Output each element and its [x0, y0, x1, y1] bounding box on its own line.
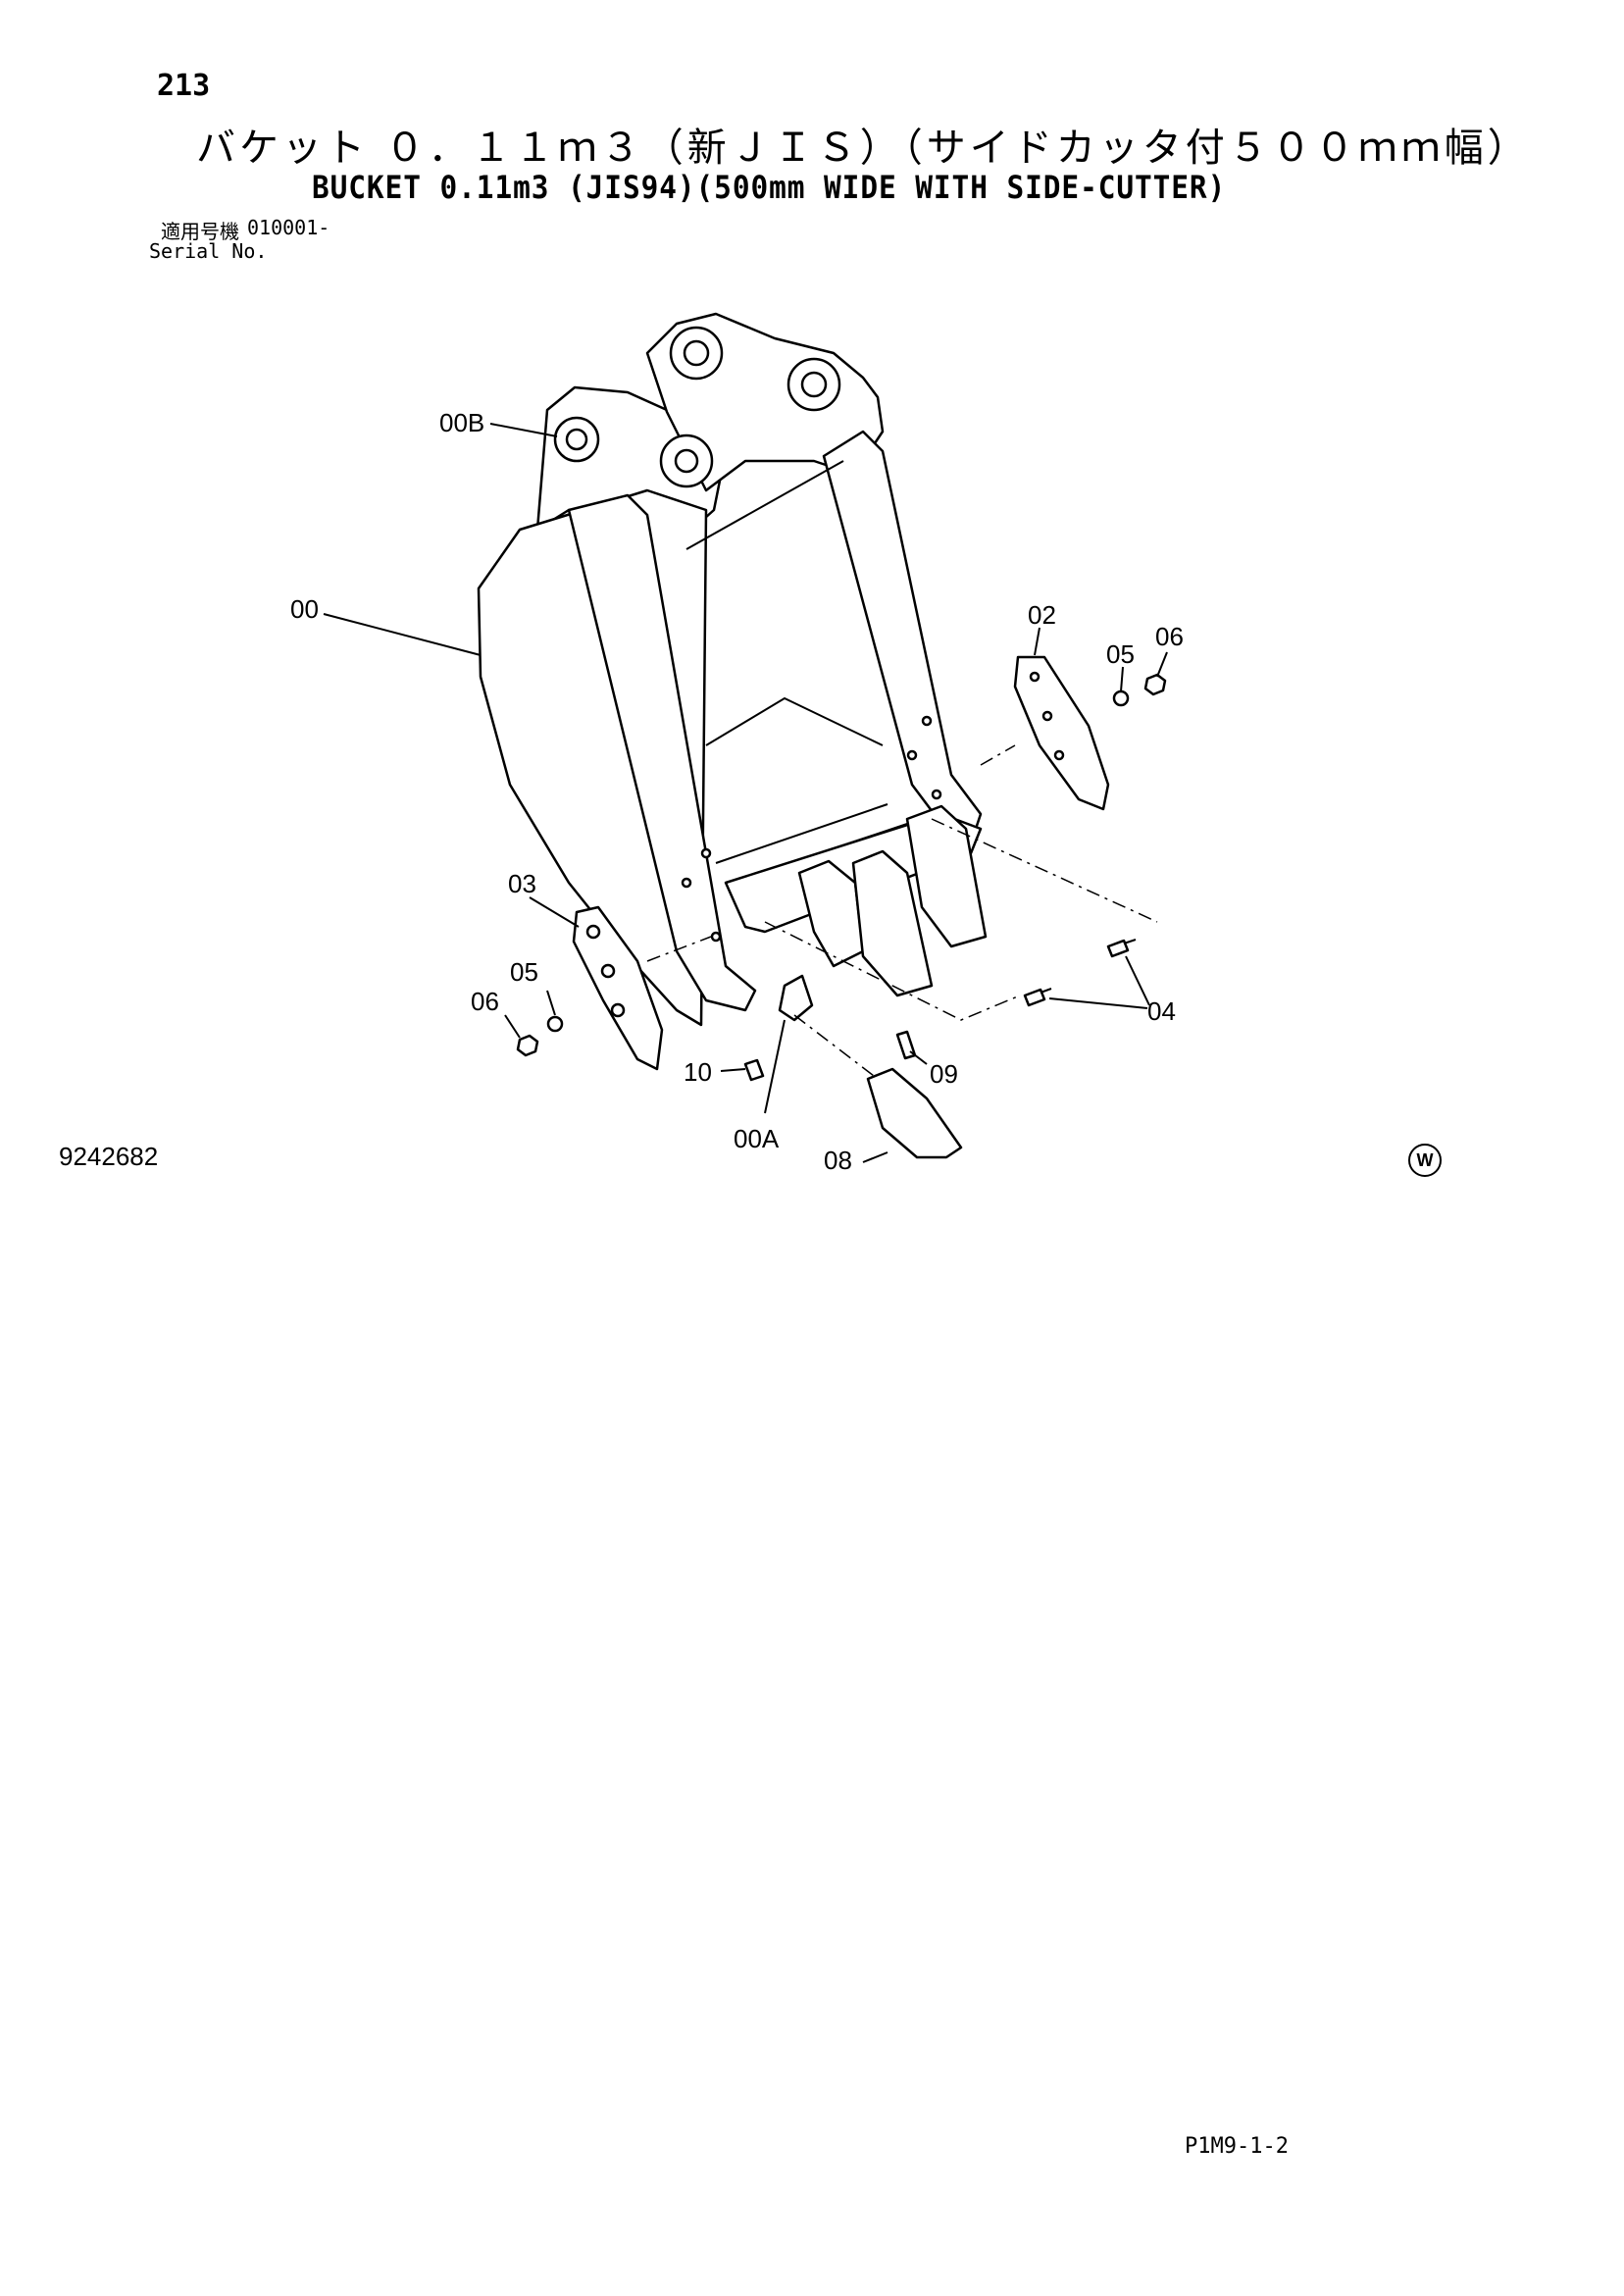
callout-00A: 00A: [734, 1124, 780, 1153]
callout-05-left: 05: [510, 957, 538, 987]
serial-label-english: Serial No.: [149, 239, 268, 263]
callout-00B: 00B: [439, 408, 484, 437]
callout-08: 08: [824, 1146, 852, 1175]
callout-00: 00: [290, 594, 319, 624]
leader-lines: [323, 423, 1168, 1163]
callout-labels: 00B 00 02 05 06 03 05 06 04 10 09 00A 08: [290, 408, 1184, 1175]
callout-06-right: 06: [1155, 622, 1184, 651]
side-cutter-right: [1013, 655, 1110, 811]
page-code: P1M9-1-2: [1185, 2134, 1289, 2159]
callout-02: 02: [1028, 600, 1056, 630]
serial-label-japanese: 適用号機: [161, 220, 239, 243]
callout-06-left: 06: [471, 987, 499, 1016]
serial-number-value: 010001-: [247, 216, 330, 239]
page-number: 213: [157, 69, 211, 103]
callout-10: 10: [684, 1057, 712, 1087]
bucket-teeth: [778, 804, 988, 1022]
callout-05-right: 05: [1106, 639, 1135, 669]
drawing-number: 9242682: [59, 1142, 159, 1171]
w-circle-mark: W: [1408, 1144, 1442, 1177]
title-japanese: バケット ０．１１ｍ３（新ＪＩＳ）（サイドカッタ付５００ｍｍ幅）: [196, 126, 1531, 171]
callout-09: 09: [930, 1059, 958, 1089]
callout-03: 03: [508, 869, 536, 898]
callout-04: 04: [1147, 996, 1176, 1026]
title-english: BUCKET 0.11m3 (JIS94)(500mm WIDE WITH SI…: [312, 169, 1227, 206]
bucket-bosses: [553, 326, 841, 488]
side-cutter-left: [572, 905, 664, 1071]
